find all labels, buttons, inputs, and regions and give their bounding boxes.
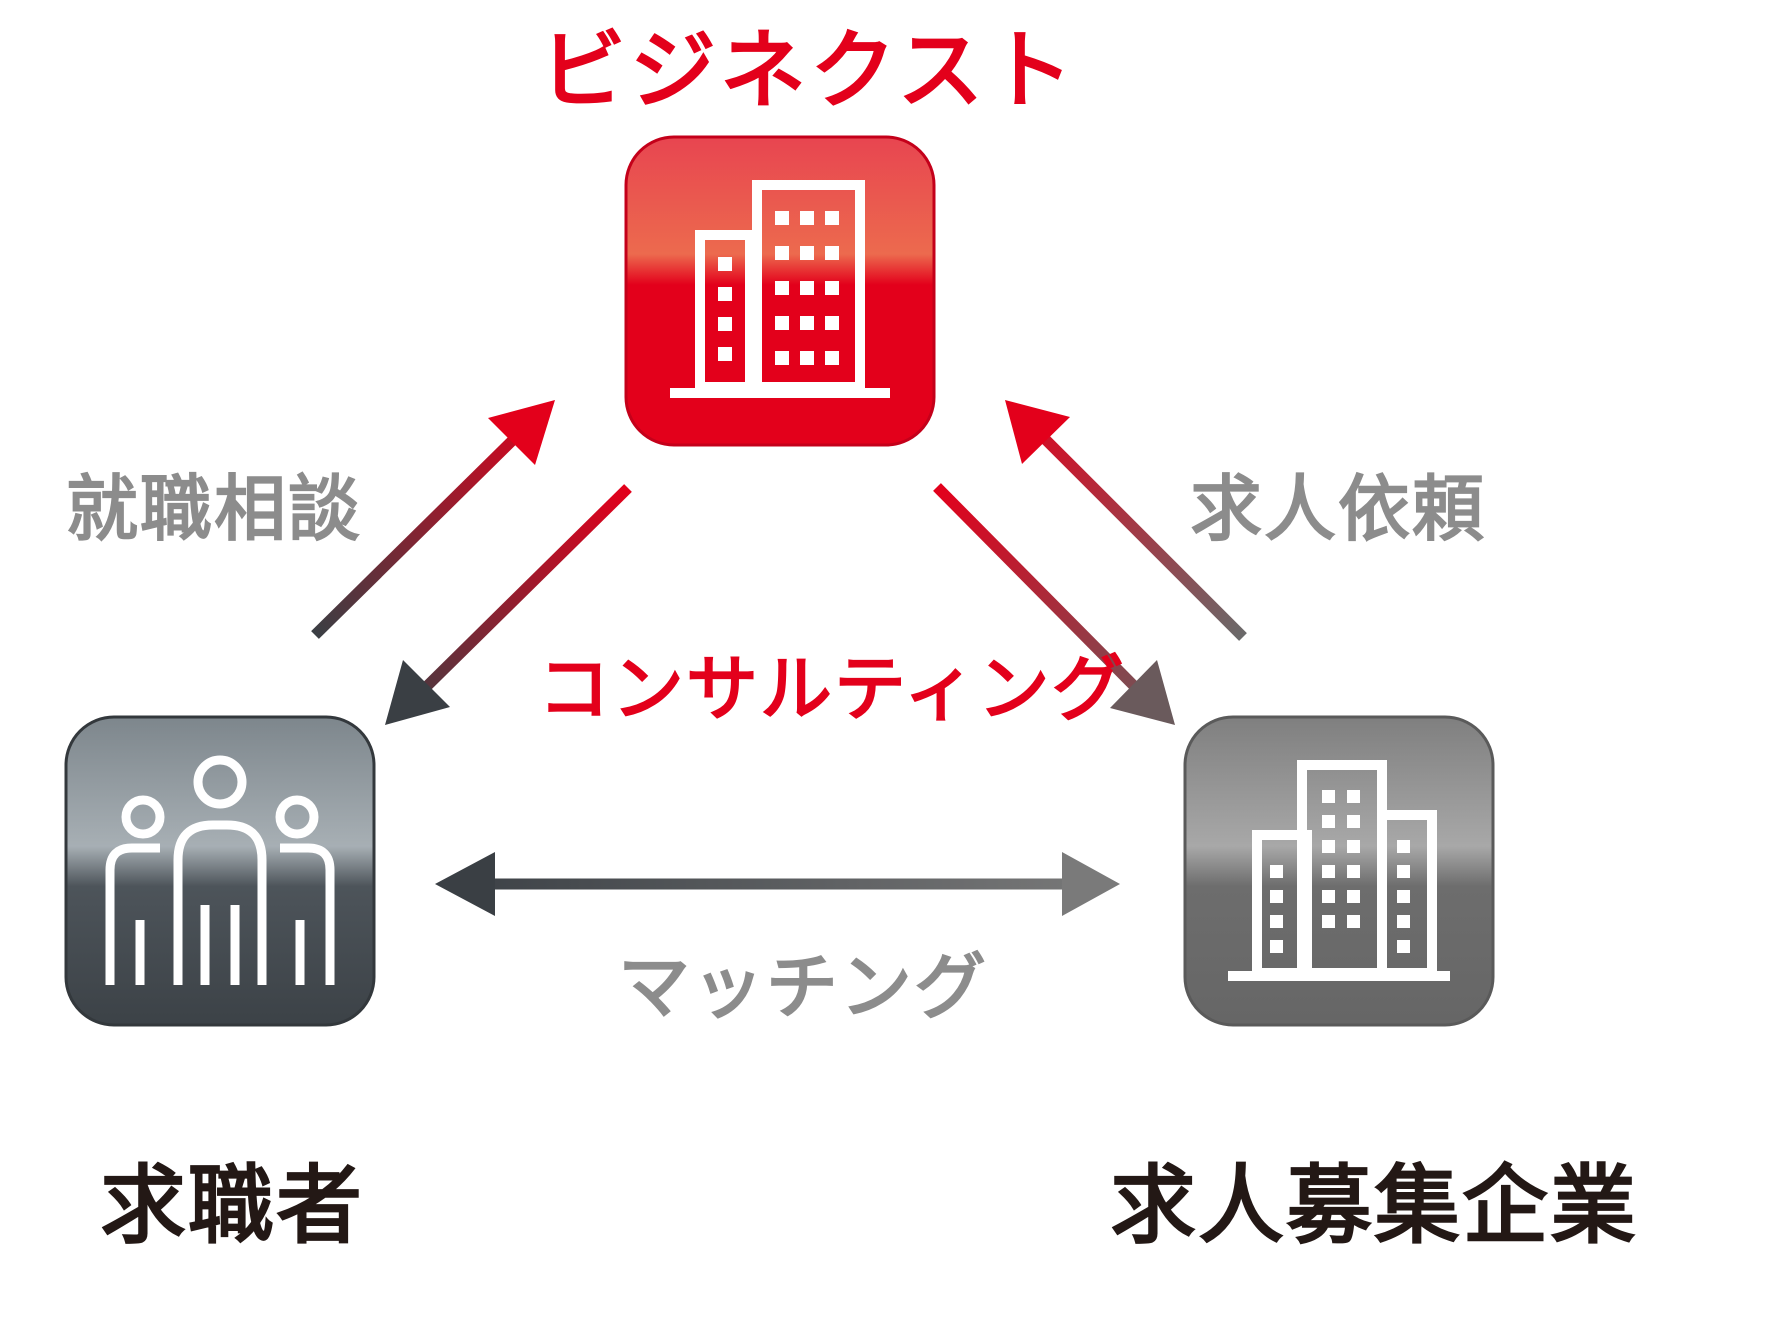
- page-title: ビジネクスト: [540, 21, 1078, 121]
- arrow-job-request: [1005, 400, 1247, 641]
- job-request-label: 求人依頼: [1190, 467, 1487, 551]
- job-seeker-label: 求職者: [100, 1156, 364, 1256]
- matching-label: マッチング: [618, 945, 989, 1029]
- people-group-icon: [105, 755, 335, 985]
- consulting-label: コンサルティング: [538, 647, 1126, 731]
- arrow-consulting-to-employer: [933, 483, 1175, 725]
- job-consultation-label: 就職相談: [66, 467, 363, 551]
- arrow-job-consultation: [311, 400, 555, 639]
- office-building-icon: [1228, 760, 1450, 981]
- job-seeker-node: [64, 715, 376, 1027]
- arrow-matching: [435, 852, 1120, 916]
- employer-node: [1183, 715, 1495, 1027]
- office-building-icon: [670, 180, 890, 398]
- company-node: [624, 135, 936, 447]
- arrow-consulting-to-seeker: [385, 484, 632, 725]
- employer-label: 求人募集企業: [1110, 1156, 1638, 1256]
